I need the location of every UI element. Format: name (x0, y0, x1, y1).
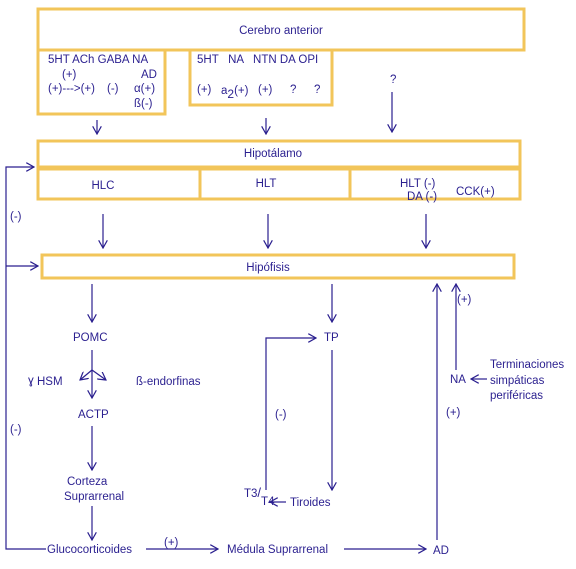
ad-pos-sign: (+) (446, 407, 461, 419)
forebrain-box: Cerebro anterior (36, 7, 526, 52)
thyroid-label: Tiroides (290, 497, 331, 509)
pomc-label: POMC (73, 332, 108, 344)
hlc-box: HLC (36, 167, 202, 201)
left-neurotransmitter-panel: 5HT ACh GABA NA AD (+) (+)--->(+) (-) α(… (36, 48, 167, 116)
branch-to-endorphins (91, 369, 106, 380)
gluco-pos-sign: (+) (164, 537, 179, 549)
inhibitory-factors-box: HLT (-) DA (-) CCK(+) (348, 167, 522, 203)
endorphins-label: ß-endorfinas (136, 376, 201, 388)
glucocorticoid-feedback-line (5, 167, 46, 550)
right-question-mark: ? (390, 74, 396, 86)
hsm-symbol: ɣ (28, 375, 34, 387)
acth-label: ACTP (78, 409, 109, 421)
left-panel-ad: AD (141, 69, 157, 81)
cortex-label-1: Corteza (67, 476, 108, 488)
mid-panel-header: 5HT NA NTN DA OPI (197, 54, 318, 66)
na-label: NA (450, 374, 466, 386)
t3t4-label: T3/T4 (244, 485, 275, 508)
mid-panel-plus2: (+) (258, 84, 273, 96)
terminations-label-1: Terminaciones (490, 359, 564, 371)
branch-to-hsm (80, 369, 93, 380)
terminations-label-2: simpáticas (490, 375, 545, 387)
left-panel-beta: ß(-) (134, 98, 153, 110)
na-pos-sign: (+) (457, 294, 472, 306)
left-panel-row: (+)--->(+) (48, 83, 95, 95)
medulla-label: Médula Suprarrenal (227, 544, 328, 556)
da-neg-label: DA (-) (407, 191, 437, 203)
terminations-label-3: periféricas (490, 390, 543, 402)
pituitary-label: Hipófisis (246, 262, 290, 274)
hlt-label: HLT (256, 178, 277, 190)
feedback-neg-top: (-) (10, 211, 22, 223)
feedback-neg-bottom: (-) (10, 424, 22, 436)
t3t4-feedback-line (265, 338, 316, 490)
ad-label: AD (433, 545, 449, 557)
forebrain-label: Cerebro anterior (239, 25, 323, 37)
cortex-label-2: Suprarrenal (64, 491, 124, 503)
mid-panel-plus1: (+) (197, 84, 212, 96)
hsm-label: HSM (37, 376, 63, 388)
tp-label: TP (324, 332, 339, 344)
mid-panel-q2: ? (314, 84, 320, 96)
left-panel-minus: (-) (107, 83, 119, 95)
hlt-box: HLT (198, 167, 352, 201)
hypothalamus-box: Hipotálamo (36, 139, 522, 169)
middle-neurotransmitter-panel: 5HT NA NTN DA OPI (+) a2(+) (+) ? ? (188, 48, 334, 107)
hlt-neg-label: HLT (-) (400, 178, 436, 190)
mid-panel-a2: a2(+) (221, 85, 249, 101)
mid-panel-q1: ? (290, 84, 296, 96)
hypothalamus-label: Hipotálamo (244, 148, 302, 160)
cck-pos-label: CCK(+) (456, 186, 495, 198)
pituitary-box: Hipófisis (40, 253, 516, 280)
glucocorticoids-label: Glucocorticoides (47, 544, 132, 556)
left-panel-plus: (+) (62, 69, 77, 81)
left-panel-alpha: α(+) (134, 83, 155, 95)
left-panel-header: 5HT ACh GABA NA (48, 54, 148, 66)
tp-neg-sign: (-) (275, 409, 287, 421)
hlc-label: HLC (91, 180, 114, 192)
